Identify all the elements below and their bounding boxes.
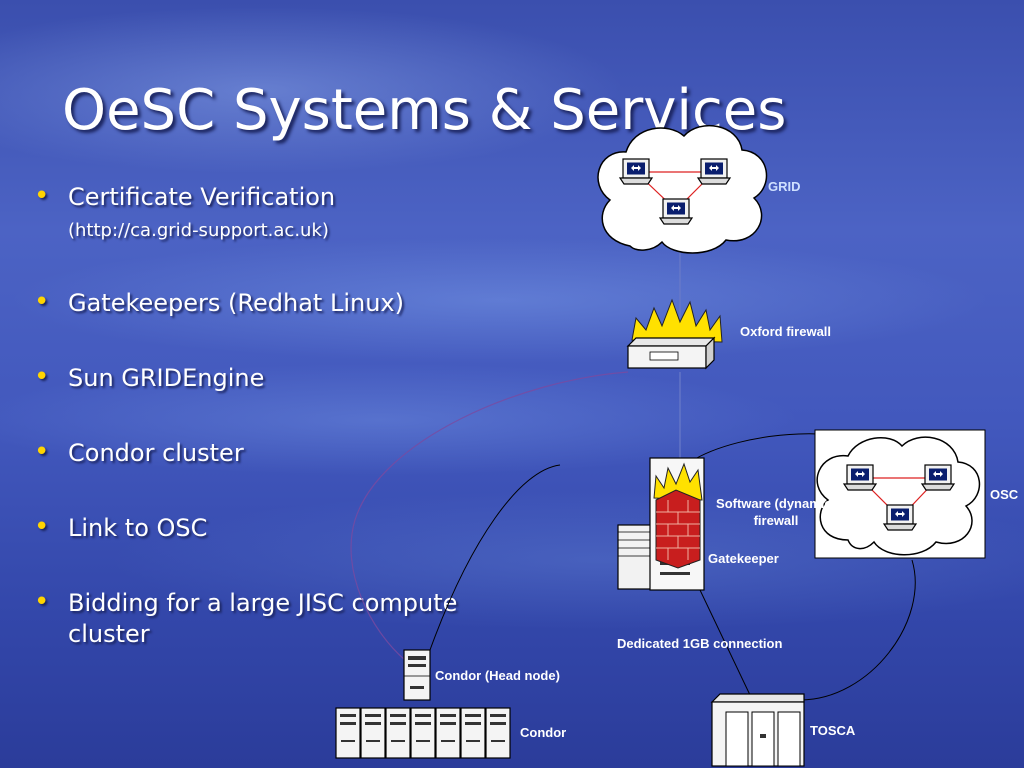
software-firewall-icon bbox=[653, 462, 703, 569]
oxford-firewall-label: Oxford firewall bbox=[740, 324, 832, 339]
workstation-icon bbox=[843, 464, 877, 491]
workstation-icon bbox=[697, 158, 731, 185]
bullet-subtext: (http://ca.grid-support.ac.uk) bbox=[68, 220, 329, 241]
condor-head-node-label: Condor (Head node) bbox=[435, 668, 560, 683]
bullet-text: Bidding for a large JISC compute cluster bbox=[68, 589, 458, 648]
bullet-item: • Certificate Verification (http://ca.gr… bbox=[34, 181, 514, 245]
workstation-icon bbox=[883, 504, 917, 531]
grid-label: GRID bbox=[768, 179, 801, 194]
tosca-supercomputer-icon bbox=[710, 693, 805, 767]
bullet-text: Sun GRIDEngine bbox=[68, 364, 265, 392]
bullet-marker-icon: • bbox=[34, 181, 50, 211]
workstation-icon bbox=[619, 158, 653, 185]
bullet-item: • Link to OSC bbox=[34, 512, 514, 544]
bullet-text: Link to OSC bbox=[68, 514, 208, 542]
osc-cloud-icon bbox=[814, 429, 986, 559]
bullet-item: • Sun GRIDEngine bbox=[34, 362, 514, 394]
dedicated-connection-label: Dedicated 1GB connection bbox=[617, 636, 783, 651]
bullet-marker-icon: • bbox=[34, 587, 50, 617]
workstation-icon bbox=[659, 198, 693, 225]
dedicated-connection-line bbox=[699, 589, 751, 696]
workstation-icon bbox=[921, 464, 955, 491]
condor-head-node-icon bbox=[403, 649, 431, 701]
software-firewall-label: Software (dynamic) firewall bbox=[716, 496, 836, 528]
bullet-item: • Bidding for a large JISC compute clust… bbox=[34, 587, 514, 650]
bullet-text: Condor cluster bbox=[68, 439, 244, 467]
bullet-marker-icon: • bbox=[34, 512, 50, 542]
bullet-marker-icon: • bbox=[34, 287, 50, 317]
gatekeeper-condor-line bbox=[429, 464, 561, 651]
bullet-item: • Condor cluster bbox=[34, 437, 514, 469]
grid-cloud-icon bbox=[597, 124, 768, 254]
condor-label: Condor bbox=[520, 725, 567, 740]
gatekeeper-label: Gatekeeper bbox=[708, 551, 779, 566]
osc-tosca-line bbox=[799, 559, 916, 701]
osc-label: OSC bbox=[990, 487, 1019, 502]
tosca-label: TOSCA bbox=[810, 723, 856, 738]
bullet-text: Gatekeepers (Redhat Linux) bbox=[68, 289, 404, 317]
bullet-marker-icon: • bbox=[34, 437, 50, 467]
bullet-item: • Gatekeepers (Redhat Linux) bbox=[34, 287, 514, 319]
condor-cluster-icon bbox=[335, 707, 511, 759]
bullet-text: Certificate Verification bbox=[68, 183, 336, 211]
osc-curve-line bbox=[350, 371, 629, 661]
bullet-marker-icon: • bbox=[34, 362, 50, 392]
oxford-firewall-icon bbox=[626, 298, 723, 370]
